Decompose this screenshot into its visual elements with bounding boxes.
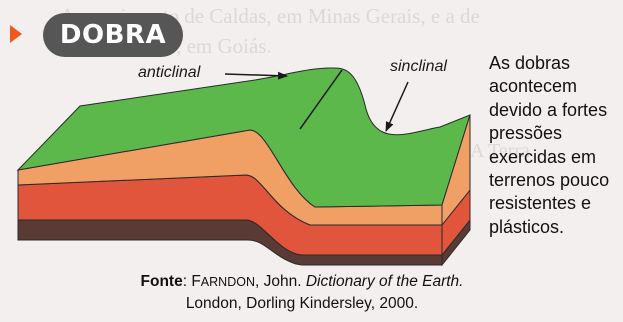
description-line: As dobras bbox=[489, 52, 621, 75]
description-line: resistentes e bbox=[489, 192, 621, 215]
description-line: devido a fortes bbox=[489, 99, 621, 122]
anticline-arrow bbox=[225, 74, 287, 76]
source-author-suffix: , John. bbox=[255, 273, 306, 290]
description-line: plásticos. bbox=[489, 216, 621, 239]
source-author-initial: F bbox=[191, 273, 200, 290]
source-author-rest: ARNDON bbox=[201, 275, 255, 289]
description-line: terrenos pouco bbox=[489, 169, 621, 192]
description-line: acontecem bbox=[489, 75, 621, 98]
source-line-1: Fonte: FARNDON, John. Dictionary of the … bbox=[92, 271, 512, 293]
source-publisher: London, Dorling Kindersley, 2000. bbox=[92, 293, 512, 315]
description-text: As dobras acontecem devido a fortes pres… bbox=[489, 52, 621, 239]
syncline-label: sinclinal bbox=[390, 58, 447, 76]
anticline-label: anticlinal bbox=[138, 64, 200, 82]
description-line: exercidas em bbox=[489, 146, 621, 169]
description-line: pressões bbox=[489, 122, 621, 145]
syncline-arrow bbox=[386, 82, 408, 131]
source-label: Fonte bbox=[141, 273, 183, 290]
source-caption: Fonte: FARNDON, John. Dictionary of the … bbox=[92, 271, 512, 315]
source-title: Dictionary of the Earth. bbox=[306, 273, 464, 290]
